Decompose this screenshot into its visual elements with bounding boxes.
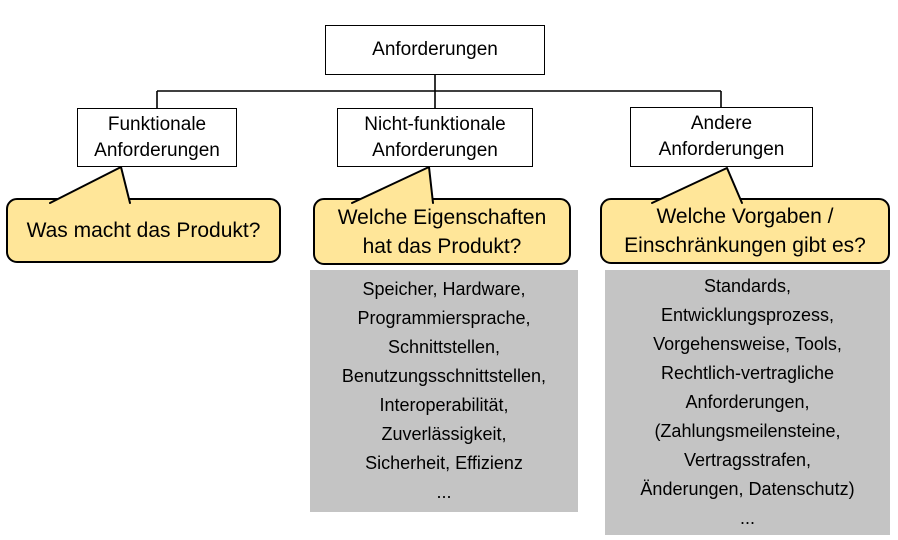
- question-bubble-funktional: Was macht das Produkt?: [6, 198, 281, 263]
- node-nicht-funktionale-anforderungen: Nicht-funktionale Anforderungen: [337, 108, 533, 167]
- examples-andere: Standards, Entwicklungsprozess, Vorgehen…: [605, 270, 890, 535]
- examples-nicht-funktional: Speicher, Hardware, Programmiersprache, …: [310, 270, 578, 512]
- node-andere-anforderungen: Andere Anforderungen: [630, 107, 813, 167]
- question-bubble-andere: Welche Vorgaben / Einschränkungen gibt e…: [600, 198, 890, 264]
- question-bubble-nicht-funktional: Welche Eigenschaften hat das Produkt?: [313, 198, 571, 265]
- node-anforderungen: Anforderungen: [325, 25, 545, 75]
- node-funktionale-anforderungen: Funktionale Anforderungen: [77, 108, 237, 167]
